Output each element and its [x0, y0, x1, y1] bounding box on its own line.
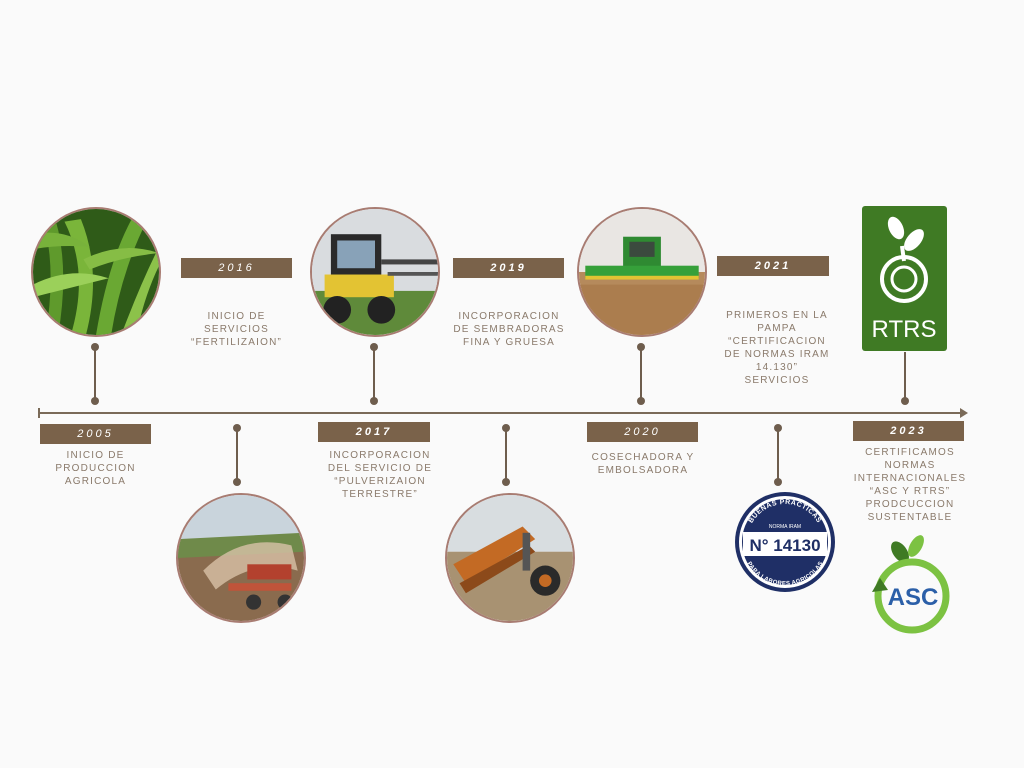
dot-2019-top [502, 424, 510, 432]
dot-2017-top [370, 343, 378, 351]
stem-2017 [373, 345, 375, 400]
asc-logo: ASC [872, 535, 950, 634]
stem-2021 [777, 428, 779, 482]
photo-combine-harvester [577, 207, 707, 337]
year-2021: 2021 [717, 256, 829, 276]
stem-2005 [94, 345, 96, 400]
stem-2020 [640, 345, 642, 400]
stem-2016 [236, 428, 238, 482]
dot-2016-top [233, 424, 241, 432]
rtrs-logo: RTRS [862, 206, 947, 351]
dot-2017-bottom [370, 397, 378, 405]
year-2020: 2020 [587, 422, 698, 442]
stem-2023 [904, 352, 906, 400]
year-2019: 2019 [453, 258, 564, 278]
timeline-axis-start [38, 408, 40, 418]
timeline-axis [40, 412, 962, 414]
timeline-axis-arrow [960, 408, 968, 418]
year-2016: 2016 [181, 258, 292, 278]
dot-2023-bottom [901, 397, 909, 405]
dot-2016-bottom [233, 478, 241, 486]
year-2005: 2005 [40, 424, 151, 444]
year-2017: 2017 [318, 422, 430, 442]
stem-2019 [505, 428, 507, 482]
dot-2021-bottom [774, 478, 782, 486]
svg-text:N° 14130: N° 14130 [749, 536, 820, 555]
dot-2020-bottom [637, 397, 645, 405]
svg-text:RTRS: RTRS [872, 316, 937, 343]
photo-corn-field [31, 207, 161, 337]
svg-text:ASC: ASC [888, 584, 939, 611]
dot-2021-top [774, 424, 782, 432]
year-2023: 2023 [853, 421, 964, 441]
dot-2020-top [637, 343, 645, 351]
photo-sprayer-tractor [310, 207, 440, 337]
dot-2005-bottom [91, 397, 99, 405]
dot-2005-top [91, 343, 99, 351]
svg-text:NORMA IRAM: NORMA IRAM [769, 524, 801, 530]
iram-14130-seal: BUENAS PRÁCTICAS PARA LABORES AGRICOLAS … [735, 492, 835, 592]
photo-fertilizer-spreader [176, 493, 306, 623]
dot-2019-bottom [502, 478, 510, 486]
photo-seeder-machine [445, 493, 575, 623]
